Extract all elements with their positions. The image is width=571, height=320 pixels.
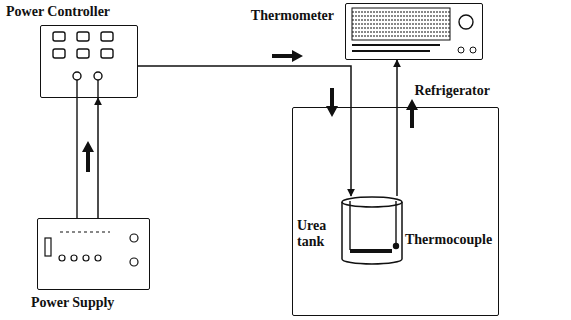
wire-connector	[138, 66, 351, 196]
power-wires	[77, 80, 98, 218]
wire-connector	[97, 98, 99, 218]
device-label: Thermometer	[251, 8, 334, 24]
power-supply-details	[45, 232, 138, 266]
device-label: Refrigerator	[415, 83, 490, 99]
wire-connector	[396, 60, 398, 196]
part-label: Thermocouple	[405, 232, 492, 248]
cylinder-outline	[341, 196, 403, 266]
controller-box: Power Controller	[40, 25, 138, 98]
refrigerator-box: RefrigeratorUrea tank	[292, 107, 499, 316]
thermometer-box: Thermometer	[345, 3, 483, 60]
device-label: Power Supply	[31, 295, 114, 311]
tank-internals	[350, 201, 399, 251]
controller-buttons	[53, 32, 113, 80]
tank-cylinder: Urea tank	[341, 196, 403, 266]
flow-arrows	[82, 50, 418, 172]
device-label: Power Controller	[6, 4, 110, 20]
device-label: Urea tank	[297, 218, 335, 250]
thermometer-details	[352, 8, 476, 53]
power-supply-box: Power Supply	[37, 218, 150, 290]
